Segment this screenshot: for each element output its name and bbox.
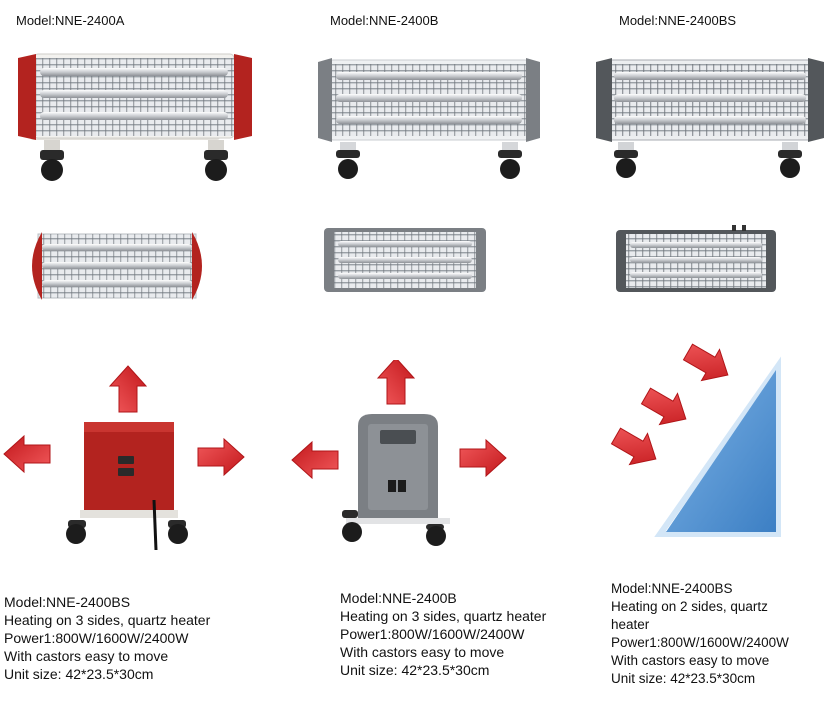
description-castors: With castors easy to move: [4, 648, 169, 664]
description-heating: Heating on 2 sides, quartz heater: [611, 599, 768, 632]
heater-b-heat-direction-diagram: [291, 360, 507, 546]
description-power: Power1:800W/1600W/2400W: [4, 630, 189, 646]
heat-arrow-left: [3, 435, 51, 473]
heater-a-front-photo: [18, 53, 252, 181]
description-model: Model:NNE-2400B: [340, 590, 457, 606]
heater-bs-wall-photo: [616, 225, 776, 292]
description-heating: Heating on 3 sides, quartz heater: [4, 612, 211, 628]
heat-arrow-left: [291, 441, 339, 479]
description-size: Unit size: 42*23.5*30cm: [4, 666, 154, 682]
heat-arrow-middle: [636, 379, 696, 436]
model-title-a: Model:NNE-2400A: [16, 13, 125, 28]
description-size: Unit size: 42*23.5*30cm: [340, 662, 490, 678]
heat-arrow-right: [459, 439, 507, 477]
description-size: Unit size: 42*23.5*30cm: [611, 671, 756, 686]
description-a: Model:NNE-2400BS Heating on 3 sides, qua…: [4, 593, 304, 683]
description-model: Model:NNE-2400BS: [4, 594, 131, 610]
model-title-bs: Model:NNE-2400BS: [619, 13, 737, 28]
description-model: Model:NNE-2400BS: [611, 581, 733, 596]
heater-b-wall-photo: [324, 228, 486, 292]
heater-bs-front-photo: [596, 58, 824, 178]
model-title-b: Model:NNE-2400B: [330, 13, 439, 28]
heat-arrow-upper: [678, 340, 738, 392]
heat-arrow-up: [109, 365, 147, 413]
description-heating: Heating on 3 sides, quartz heater: [340, 608, 547, 624]
heat-arrow-up: [377, 360, 415, 405]
description-castors: With castors easy to move: [340, 644, 505, 660]
heat-arrow-lower: [606, 419, 666, 476]
heater-a-wall-photo: [32, 232, 202, 300]
heater-bs-heat-direction-diagram: [606, 340, 781, 537]
heater-b-front-photo: [318, 58, 540, 179]
description-power: Power1:800W/1600W/2400W: [611, 635, 789, 650]
description-castors: With castors easy to move: [611, 653, 770, 668]
description-b: Model:NNE-2400B Heating on 3 sides, quar…: [340, 589, 610, 679]
heater-a-heat-direction-diagram: [3, 365, 245, 551]
wall-panel: [666, 370, 776, 532]
description-bs: Model:NNE-2400BS Heating on 2 sides, qua…: [611, 580, 811, 688]
heat-arrow-right: [197, 438, 245, 476]
description-power: Power1:800W/1600W/2400W: [340, 626, 525, 642]
